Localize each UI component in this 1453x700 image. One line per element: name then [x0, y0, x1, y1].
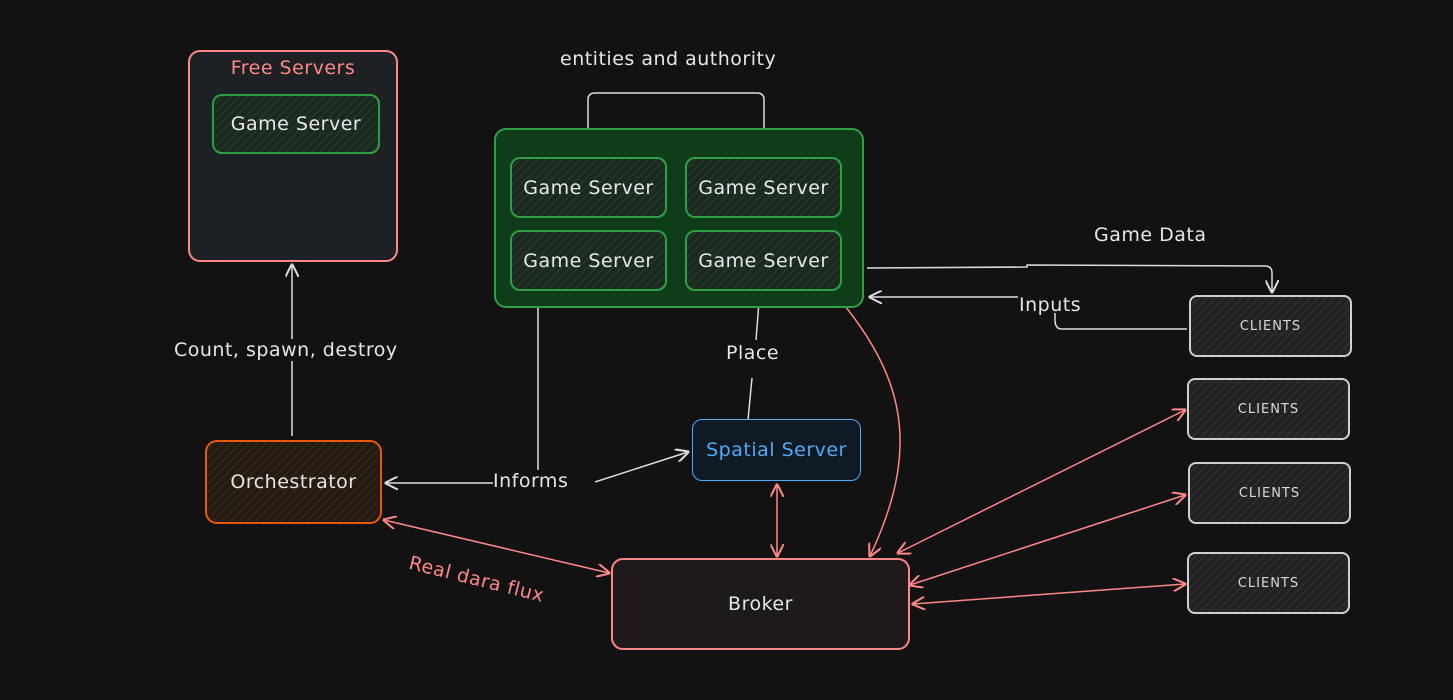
- free-servers-panel: Free Servers: [188, 50, 398, 262]
- broker-client-3-arrow: [910, 495, 1185, 585]
- place-arrow: [747, 377, 753, 421]
- free-game-server: Game Server: [212, 94, 380, 154]
- orchestrator-node: Orchestrator: [205, 440, 382, 524]
- client-node-4: CLIENTS: [1187, 552, 1350, 614]
- cluster-game-server-4: Game Server: [685, 230, 842, 291]
- place-label: Place: [726, 342, 780, 364]
- orchestrator-label: Orchestrator: [230, 471, 357, 493]
- cluster-game-server-3-label: Game Server: [523, 249, 654, 272]
- cluster-game-server-1-label: Game Server: [523, 176, 654, 199]
- broker-client-4-arrow: [913, 584, 1185, 604]
- inputs-arrow: [870, 297, 1187, 330]
- orchestrator-broker-arrow: [384, 520, 609, 573]
- informs-label: Informs: [493, 470, 569, 492]
- client-label-2: CLIENTS: [1237, 401, 1300, 417]
- game-data-label: Game Data: [1094, 224, 1207, 246]
- inputs-label: Inputs: [1019, 294, 1082, 316]
- authority-arrow: [587, 92, 764, 155]
- client-label-1: CLIENTS: [1239, 318, 1302, 334]
- free-servers-title: Free Servers: [230, 57, 356, 79]
- client-label-3: CLIENTS: [1238, 485, 1301, 501]
- client-node-1: CLIENTS: [1189, 295, 1352, 357]
- entities-authority-caption: entities and authority: [560, 48, 777, 70]
- broker-label: Broker: [728, 593, 793, 615]
- cluster-game-server-3: Game Server: [510, 230, 667, 291]
- client-label-4: CLIENTS: [1237, 575, 1300, 591]
- broker-client-2-arrow: [898, 410, 1185, 553]
- cluster-game-server-2: Game Server: [685, 157, 842, 218]
- cluster-game-server-4-label: Game Server: [698, 249, 829, 272]
- informs-arrow-to-orchestrator: [386, 305, 539, 483]
- cluster-game-server-2-label: Game Server: [698, 176, 829, 199]
- game-data-arrow: [866, 264, 1272, 292]
- cluster-game-server-1: Game Server: [510, 157, 667, 218]
- free-game-server-label: Game Server: [230, 113, 362, 135]
- informs-arrow-to-spatial: [594, 452, 688, 483]
- broker-node: Broker: [611, 558, 910, 650]
- client-node-2: CLIENTS: [1187, 378, 1350, 440]
- count-spawn-destroy-label: Count, spawn, destroy: [172, 339, 400, 361]
- client-node-3: CLIENTS: [1188, 462, 1351, 524]
- spatial-server-label: Spatial Server: [706, 439, 847, 461]
- spatial-server-node: Spatial Server: [692, 419, 861, 481]
